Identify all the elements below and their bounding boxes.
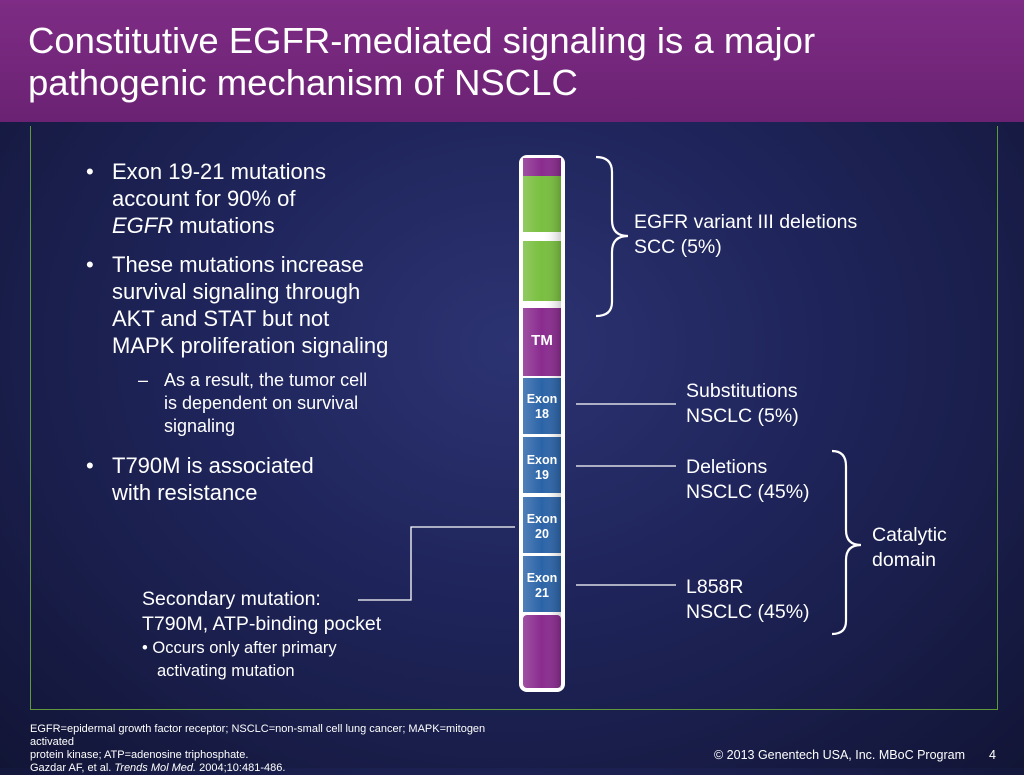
tm-label: TM (531, 332, 553, 349)
bullet-list: Exon 19-21 mutations account for 90% of … (86, 158, 466, 518)
citation-author: Gazdar AF, et al. (30, 762, 115, 774)
label-text-small: • Occurs only after primary (142, 639, 337, 657)
bullet-exon-mutations: Exon 19-21 mutations account for 90% of … (86, 158, 466, 239)
bullet-survival-signaling: These mutations increase survival signal… (86, 251, 466, 359)
bullet-text: T790M is associated (112, 453, 314, 478)
bullet-text: account for 90% of (112, 186, 296, 211)
label-text: T790M, ATP-binding pocket (142, 613, 382, 635)
title-line-2: pathogenic mechanism of NSCLC (28, 62, 578, 103)
title-line-1: Constitutive EGFR-mediated signaling is … (28, 20, 816, 61)
footnote-line: EGFR=epidermal growth factor receptor; N… (30, 723, 486, 748)
bullet-text-rest: mutations (173, 213, 275, 238)
page-number: 4 (989, 748, 996, 762)
brace-extracellular (595, 155, 629, 318)
sub-bullet-text: signaling (164, 416, 236, 436)
exon-word-label: Exon (527, 453, 558, 467)
label-text: SCC (5%) (634, 236, 722, 258)
footnote-citation: Gazdar AF, et al. Trends Mol Med. 2004;1… (30, 762, 530, 775)
footnote-line: protein kinase; ATP=adenosine triphospha… (30, 749, 249, 761)
label-secondary-mutation: Secondary mutation: T790M, ATP-binding p… (142, 587, 381, 683)
sub-bullet-text: is dependent on survival (164, 393, 359, 413)
egfr-italic: EGFR (112, 213, 174, 238)
exon-word-label: Exon (527, 392, 558, 406)
label-text: L858R (686, 576, 744, 598)
label-text: Substitutions (686, 380, 798, 402)
label-text: domain (872, 549, 936, 571)
bullet-text: with resistance (112, 480, 258, 505)
exon-18-label: 18 (535, 407, 549, 421)
label-egfr-variant: EGFR variant III deletions SCC (5%) (634, 210, 857, 260)
label-catalytic-domain: Catalytic domain (872, 523, 947, 573)
exon-21-label: 21 (535, 586, 549, 600)
label-text: Secondary mutation: (142, 588, 321, 610)
exon-word-label: Exon (527, 512, 558, 526)
bullet-text: AKT and STAT but not (112, 306, 330, 331)
label-text: Catalytic (872, 524, 947, 546)
label-substitutions: Substitutions NSCLC (5%) (686, 379, 799, 429)
bullet-t790m-resistance: T790M is associated with resistance (86, 452, 466, 506)
label-deletions: Deletions NSCLC (45%) (686, 455, 810, 505)
bullet-text: MAPK proliferation signaling (112, 333, 389, 358)
connector-t790m (358, 526, 515, 601)
label-text: EGFR variant III deletions (634, 211, 858, 233)
slide-title: Constitutive EGFR-mediated signaling is … (28, 20, 988, 104)
bullet-text: These mutations increase (112, 252, 364, 277)
exon-20-label: 20 (535, 527, 549, 541)
exon-19-label: 19 (535, 468, 549, 482)
bullet-text: survival signaling through (112, 279, 361, 304)
content-frame (30, 126, 998, 710)
bullet-text: Exon 19-21 mutations (112, 159, 327, 184)
exon-word-label: Exon (527, 571, 558, 585)
sub-bullet-tumor-dependence: As a result, the tumor cell is dependent… (138, 369, 466, 438)
label-text: NSCLC (45%) (686, 601, 810, 623)
title-bar: Constitutive EGFR-mediated signaling is … (0, 0, 1024, 122)
label-text: Deletions (686, 456, 768, 478)
bullet-text: EGFR mutations (112, 212, 466, 239)
footnote: EGFR=epidermal growth factor receptor; N… (30, 723, 530, 775)
citation-volume: 2004;10:481-486. (196, 762, 286, 774)
brace-catalytic (831, 449, 862, 636)
label-l858r: L858R NSCLC (45%) (686, 575, 810, 625)
sub-bullet-text: As a result, the tumor cell (164, 370, 368, 390)
label-text: NSCLC (45%) (686, 481, 810, 503)
bar-sheen (523, 158, 561, 688)
copyright: © 2013 Genentech USA, Inc. MBoC Program (714, 748, 965, 762)
label-text: NSCLC (5%) (686, 405, 799, 427)
citation-journal: Trends Mol Med. (114, 762, 197, 774)
label-text-small: activating mutation (157, 662, 295, 680)
